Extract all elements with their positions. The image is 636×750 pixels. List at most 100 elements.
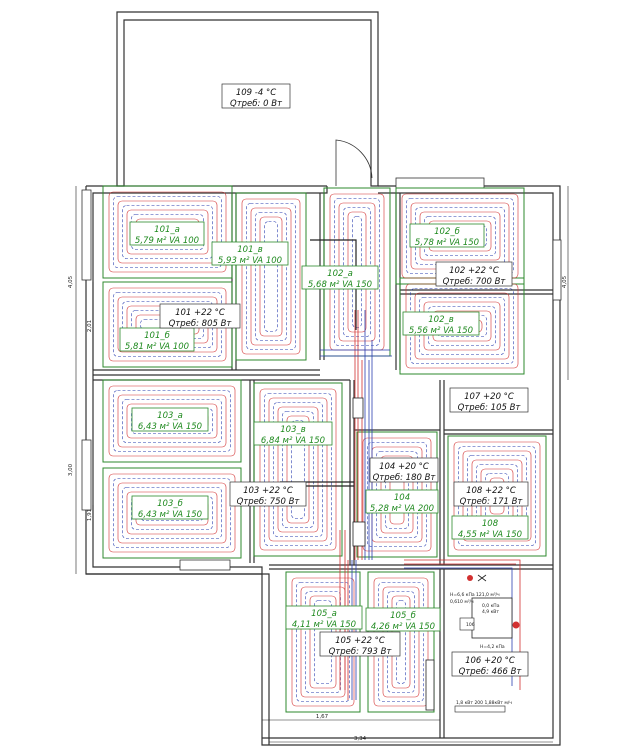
zone-spec: 6,84 м² VA 150 bbox=[261, 436, 325, 446]
dimension-label: 4,05 bbox=[562, 275, 568, 288]
dp-lower-label: H=4,2 кПа bbox=[480, 644, 505, 650]
pipe-loop bbox=[126, 491, 218, 535]
dimension-label: 1,91 bbox=[87, 509, 93, 521]
room-label-106: 106 +20 °C Qтреб: 466 Вт bbox=[451, 651, 529, 677]
zone-name: 108 bbox=[482, 519, 499, 529]
room-label-109: 109 -4 °C Qтреб: 0 Вт bbox=[221, 83, 291, 109]
manifold-box bbox=[352, 397, 364, 419]
pipe-loop bbox=[108, 385, 236, 457]
pipe-loop bbox=[113, 196, 222, 268]
pipe-loop bbox=[126, 209, 209, 255]
boiler-flow-label: 0,610 м³/ч bbox=[450, 599, 474, 605]
room-name: 107 +20 °C bbox=[464, 392, 514, 402]
zone-label-101v: 101_в 5,93 м² VA 100 bbox=[211, 241, 289, 266]
pipe-loop bbox=[108, 191, 227, 273]
zone-spec: 5,28 м² VA 200 bbox=[370, 504, 434, 514]
pump-flow-label: 121,0 м³/ч bbox=[476, 592, 500, 598]
room-label-108: 108 +22 °C Qтреб: 171 Вт bbox=[453, 481, 529, 507]
pipe-loop bbox=[113, 292, 222, 357]
zone-spec: 5,68 м² VA 150 bbox=[308, 280, 372, 290]
room-name: 103 +22 °C bbox=[243, 486, 293, 496]
room-name: 109 -4 °C bbox=[236, 88, 276, 98]
dimension-label: 1,67 bbox=[316, 714, 329, 720]
pipe-loop bbox=[255, 212, 287, 341]
room-label-107: 107 +20 °C Qтреб: 105 Вт bbox=[449, 387, 529, 413]
room-heat-demand: Qтреб: 180 Вт bbox=[373, 473, 437, 483]
dimension-lines bbox=[75, 186, 569, 743]
pipe-loop bbox=[273, 402, 323, 537]
room-name: 105 +22 °C bbox=[335, 636, 385, 646]
pipe-loop bbox=[126, 403, 218, 439]
pipe-loop bbox=[305, 591, 341, 693]
room-heat-demand: Qтреб: 466 Вт bbox=[459, 667, 523, 677]
zone-spec: 6,43 м² VA 150 bbox=[138, 422, 202, 432]
pipe-loop bbox=[117, 394, 227, 448]
zone-spec: 4,11 м² VA 150 bbox=[292, 620, 356, 630]
dimension-label: 3,00 bbox=[68, 463, 74, 476]
room-name: 102 +22 °C bbox=[449, 266, 499, 276]
zone-name: 103_б bbox=[157, 499, 183, 509]
dimension-label: 4,05 bbox=[68, 275, 74, 288]
zone-spec: 6,43 м² VA 150 bbox=[138, 510, 202, 520]
pipe-loop bbox=[250, 207, 292, 346]
zone-spec: 4,26 м² VA 150 bbox=[371, 622, 435, 632]
room-heat-demand: Qтреб: 700 Вт bbox=[443, 277, 507, 287]
equipment-tag: 106 bbox=[466, 622, 475, 628]
zone-name: 104 bbox=[394, 493, 410, 503]
manifold-box bbox=[425, 659, 435, 711]
pipe-loop bbox=[291, 420, 305, 519]
zone-spec: 5,81 м² VA 100 bbox=[125, 342, 189, 352]
zone-name: 102_в bbox=[428, 315, 453, 325]
room-label-101: 101 +22 °C Qтреб: 805 Вт bbox=[159, 303, 241, 329]
zone-spec: 5,78 м² VA 150 bbox=[415, 238, 479, 248]
room-name: 104 +20 °C bbox=[379, 462, 429, 472]
zone-name: 105_б bbox=[390, 611, 416, 621]
pipe-loop bbox=[268, 397, 328, 542]
zone-name: 102_б bbox=[434, 227, 460, 237]
pipe-loop bbox=[259, 388, 337, 551]
door bbox=[335, 139, 373, 186]
pipe-loop bbox=[122, 205, 213, 259]
pipe-loop bbox=[108, 473, 236, 553]
zone-spec: 5,79 м² VA 100 bbox=[135, 236, 199, 246]
zone-label-102v: 102_в 5,56 м² VA 150 bbox=[402, 311, 480, 336]
room-name: 108 +22 °C bbox=[466, 486, 516, 496]
zone-labels: 101_а 5,79 м² VA 100 101_в 5,93 м² VA 10… bbox=[119, 221, 529, 632]
pipe-loop bbox=[117, 200, 218, 264]
room-heat-demand: Qтреб: 171 Вт bbox=[460, 497, 524, 507]
manifold-box bbox=[352, 521, 366, 547]
zone-name: 101_а bbox=[154, 225, 180, 235]
zone-spec: 5,56 м² VA 150 bbox=[409, 326, 473, 336]
manifold-pipes bbox=[280, 239, 521, 700]
pipe-loop bbox=[113, 478, 231, 548]
zone-label-103a: 103_а 6,43 м² VA 150 bbox=[131, 407, 209, 432]
zone-label-108: 108 4,55 м² VA 150 bbox=[451, 515, 529, 540]
zone-name: 101_б bbox=[144, 331, 170, 341]
pump-power-label: 4,9 кВт bbox=[482, 609, 499, 615]
pipe-loop bbox=[122, 487, 222, 539]
room-heat-demand: Qтреб: 105 Вт bbox=[458, 403, 522, 413]
room-heat-demand: Qтреб: 0 Вт bbox=[230, 99, 283, 109]
zone-label-102b: 102_б 5,78 м² VA 150 bbox=[409, 223, 485, 248]
room-heat-demand: Qтреб: 793 Вт bbox=[329, 647, 393, 657]
zone-label-105b: 105_б 4,26 м² VA 150 bbox=[365, 607, 441, 632]
room-heat-demand: Qтреб: 750 Вт bbox=[237, 497, 301, 507]
dimension-label: 3,34 bbox=[354, 736, 367, 742]
zone-name: 105_а bbox=[311, 609, 337, 619]
boiler-head-label: H=6,6 кПа bbox=[450, 592, 475, 598]
pipe-loop bbox=[122, 399, 222, 443]
pipe-loop bbox=[117, 482, 227, 544]
boiler-equipment bbox=[454, 574, 520, 713]
zone-label-101a: 101_а 5,79 м² VA 100 bbox=[129, 221, 205, 246]
room-label-105: 105 +22 °C Qтреб: 793 Вт bbox=[319, 631, 401, 657]
zone-label-102a: 102_а 5,68 м² VA 150 bbox=[301, 265, 379, 290]
zone-label-104: 104 5,28 м² VA 200 bbox=[365, 489, 439, 514]
zone-name: 103_в bbox=[280, 425, 305, 435]
pipe-loop bbox=[277, 406, 319, 533]
dimension-label: 2,01 bbox=[87, 320, 93, 332]
pipe-loop bbox=[282, 411, 314, 528]
pipe-loop bbox=[410, 288, 514, 364]
pipe-loop bbox=[246, 203, 296, 350]
zone-name: 101_в bbox=[237, 245, 262, 255]
